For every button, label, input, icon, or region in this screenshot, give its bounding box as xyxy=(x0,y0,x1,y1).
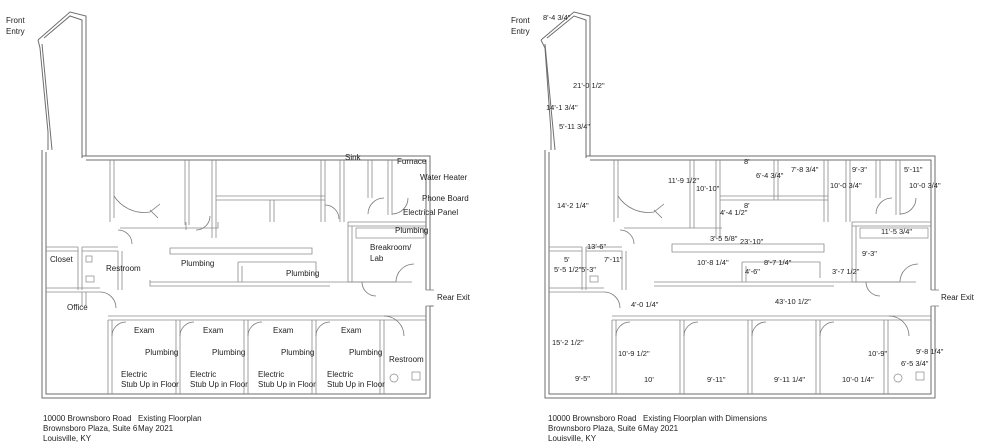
plan-title: Existing Floorplan with Dimensions xyxy=(643,414,767,423)
exam-plumbing-label: Plumbing xyxy=(349,348,382,357)
dimension-label: 4'-6" xyxy=(745,267,760,276)
exam-label: Exam xyxy=(134,326,155,335)
dimension-label: 9'-3" xyxy=(852,165,867,174)
restroom-lower-label: Restroom xyxy=(389,355,424,364)
existing-floorplan-with-dimensions: Front Entry Rear Exit 8'-4 3/4" 21'-0 1/… xyxy=(511,11,975,443)
dimension-label: 21'-0 1/2" xyxy=(573,81,605,90)
water-heater-label: Water Heater xyxy=(420,173,468,182)
exam-electric-label: Electric xyxy=(327,370,353,379)
exam-stub-label: Stub Up in Floor xyxy=(258,380,316,389)
restroom-label: Restroom xyxy=(106,264,141,273)
dimension-label: 7'-8 3/4" xyxy=(791,165,819,174)
dimension-label: 5'-3" xyxy=(581,265,596,274)
dimension-label: 3'-7 1/2" xyxy=(832,267,860,276)
dimension-label: 13'-6" xyxy=(587,242,606,251)
address-line-1: 10000 Brownsboro Road xyxy=(548,414,637,423)
dimension-label: 4'-4 1/2" xyxy=(720,208,748,217)
plumbing-center-label: Plumbing xyxy=(181,259,214,268)
dimension-label: 9'-3" xyxy=(862,249,877,258)
address-line-1: 10000 Brownsboro Road xyxy=(43,414,132,423)
dimension-label: 14'-1 3/4" xyxy=(546,103,578,112)
plan-date: May 2021 xyxy=(138,424,174,433)
front-label: Front xyxy=(6,16,25,25)
exam-plumbing-label: Plumbing xyxy=(145,348,178,357)
dimension-label: 43'-10 1/2" xyxy=(775,297,811,306)
exam-stub-label: Stub Up in Floor xyxy=(190,380,248,389)
entry-label: Entry xyxy=(6,27,25,36)
dimension-label: 10'-9" xyxy=(868,349,887,358)
plan-title: Existing Floorplan xyxy=(138,414,202,423)
closet-label: Closet xyxy=(50,255,73,264)
dimension-label: 7'-11" xyxy=(604,255,623,264)
dimension-label: 10'-0 3/4" xyxy=(909,181,941,190)
dimension-label: 14'-2 1/4" xyxy=(557,201,589,210)
exam-plumbing-label: Plumbing xyxy=(281,348,314,357)
dimension-label: 11'-5 3/4" xyxy=(881,227,912,236)
dimension-label: 5' xyxy=(564,255,570,264)
entry-label: Entry xyxy=(511,27,530,36)
office-label: Office xyxy=(67,303,88,312)
exam-stub-label: Stub Up in Floor xyxy=(327,380,385,389)
dimension-label: 5'-11" xyxy=(904,165,923,174)
plan-date: May 2021 xyxy=(643,424,679,433)
exam-label: Exam xyxy=(341,326,362,335)
sink-label: Sink xyxy=(345,153,362,162)
dimension-label: 10'-9 1/2" xyxy=(618,349,650,358)
exam-electric-label: Electric xyxy=(190,370,216,379)
dimension-label: 5'-11 3/4" xyxy=(559,122,590,131)
rear-exit-label: Rear Exit xyxy=(941,293,975,302)
electrical-panel-label: Electrical Panel xyxy=(403,208,458,217)
dimension-label: 3'-5 5/8" xyxy=(710,234,738,243)
breakroom-label: Breakroom/ xyxy=(370,243,412,252)
exam-electric-label: Electric xyxy=(258,370,284,379)
dimension-label: 9'-8 1/4" xyxy=(916,347,944,356)
exam-label: Exam xyxy=(273,326,294,335)
dimension-label: 9'-5" xyxy=(575,374,590,383)
dimension-label: 9'-11 1/4" xyxy=(774,375,805,384)
address-line-2: Brownsboro Plaza, Suite 6 xyxy=(43,424,138,433)
exam-stub-label: Stub Up in Floor xyxy=(121,380,179,389)
dimension-label: 5'-5 1/2" xyxy=(554,265,582,274)
address-line-3: Louisville, KY xyxy=(43,434,92,443)
dimension-label: 10'-8 1/4" xyxy=(697,258,729,267)
address-line-3: Louisville, KY xyxy=(548,434,597,443)
rear-exit-label: Rear Exit xyxy=(437,293,471,302)
dimension-label: 6'-5 3/4" xyxy=(901,359,929,368)
exam-plumbing-label: Plumbing xyxy=(212,348,245,357)
dimension-label: 9'-11" xyxy=(707,375,726,384)
dimension-label: 8'-7 1/4" xyxy=(764,258,792,267)
exam-electric-label: Electric xyxy=(121,370,147,379)
existing-floorplan: Front Entry Sink Furnace Water Heater Ph… xyxy=(6,11,471,443)
dimension-label: 8'-4 3/4" xyxy=(543,13,571,22)
dimension-label: 8' xyxy=(744,157,750,166)
dimension-label: 8' xyxy=(744,201,750,210)
dimension-label: 10'-0 1/4" xyxy=(842,375,874,384)
dimension-label: 10' xyxy=(644,375,654,384)
furnace-label: Furnace xyxy=(397,157,427,166)
dimension-label: 10'-0 3/4" xyxy=(830,181,862,190)
dimension-label: 23'-10" xyxy=(740,237,764,246)
plumbing-breakroom-label: Plumbing xyxy=(395,226,428,235)
dimension-label: 10'-10" xyxy=(696,184,720,193)
dimension-label: 11'-9 1/2" xyxy=(668,176,699,185)
address-line-2: Brownsboro Plaza, Suite 6 xyxy=(548,424,643,433)
dimension-label: 6'-4 3/4" xyxy=(756,171,784,180)
exam-label: Exam xyxy=(203,326,224,335)
front-label: Front xyxy=(511,16,530,25)
plumbing-right-label: Plumbing xyxy=(286,269,319,278)
dimension-label: 15'-2 1/2" xyxy=(552,338,584,347)
lab-label: Lab xyxy=(370,254,384,263)
dimension-label: 4'-0 1/4" xyxy=(631,300,659,309)
phone-board-label: Phone Board xyxy=(422,194,469,203)
